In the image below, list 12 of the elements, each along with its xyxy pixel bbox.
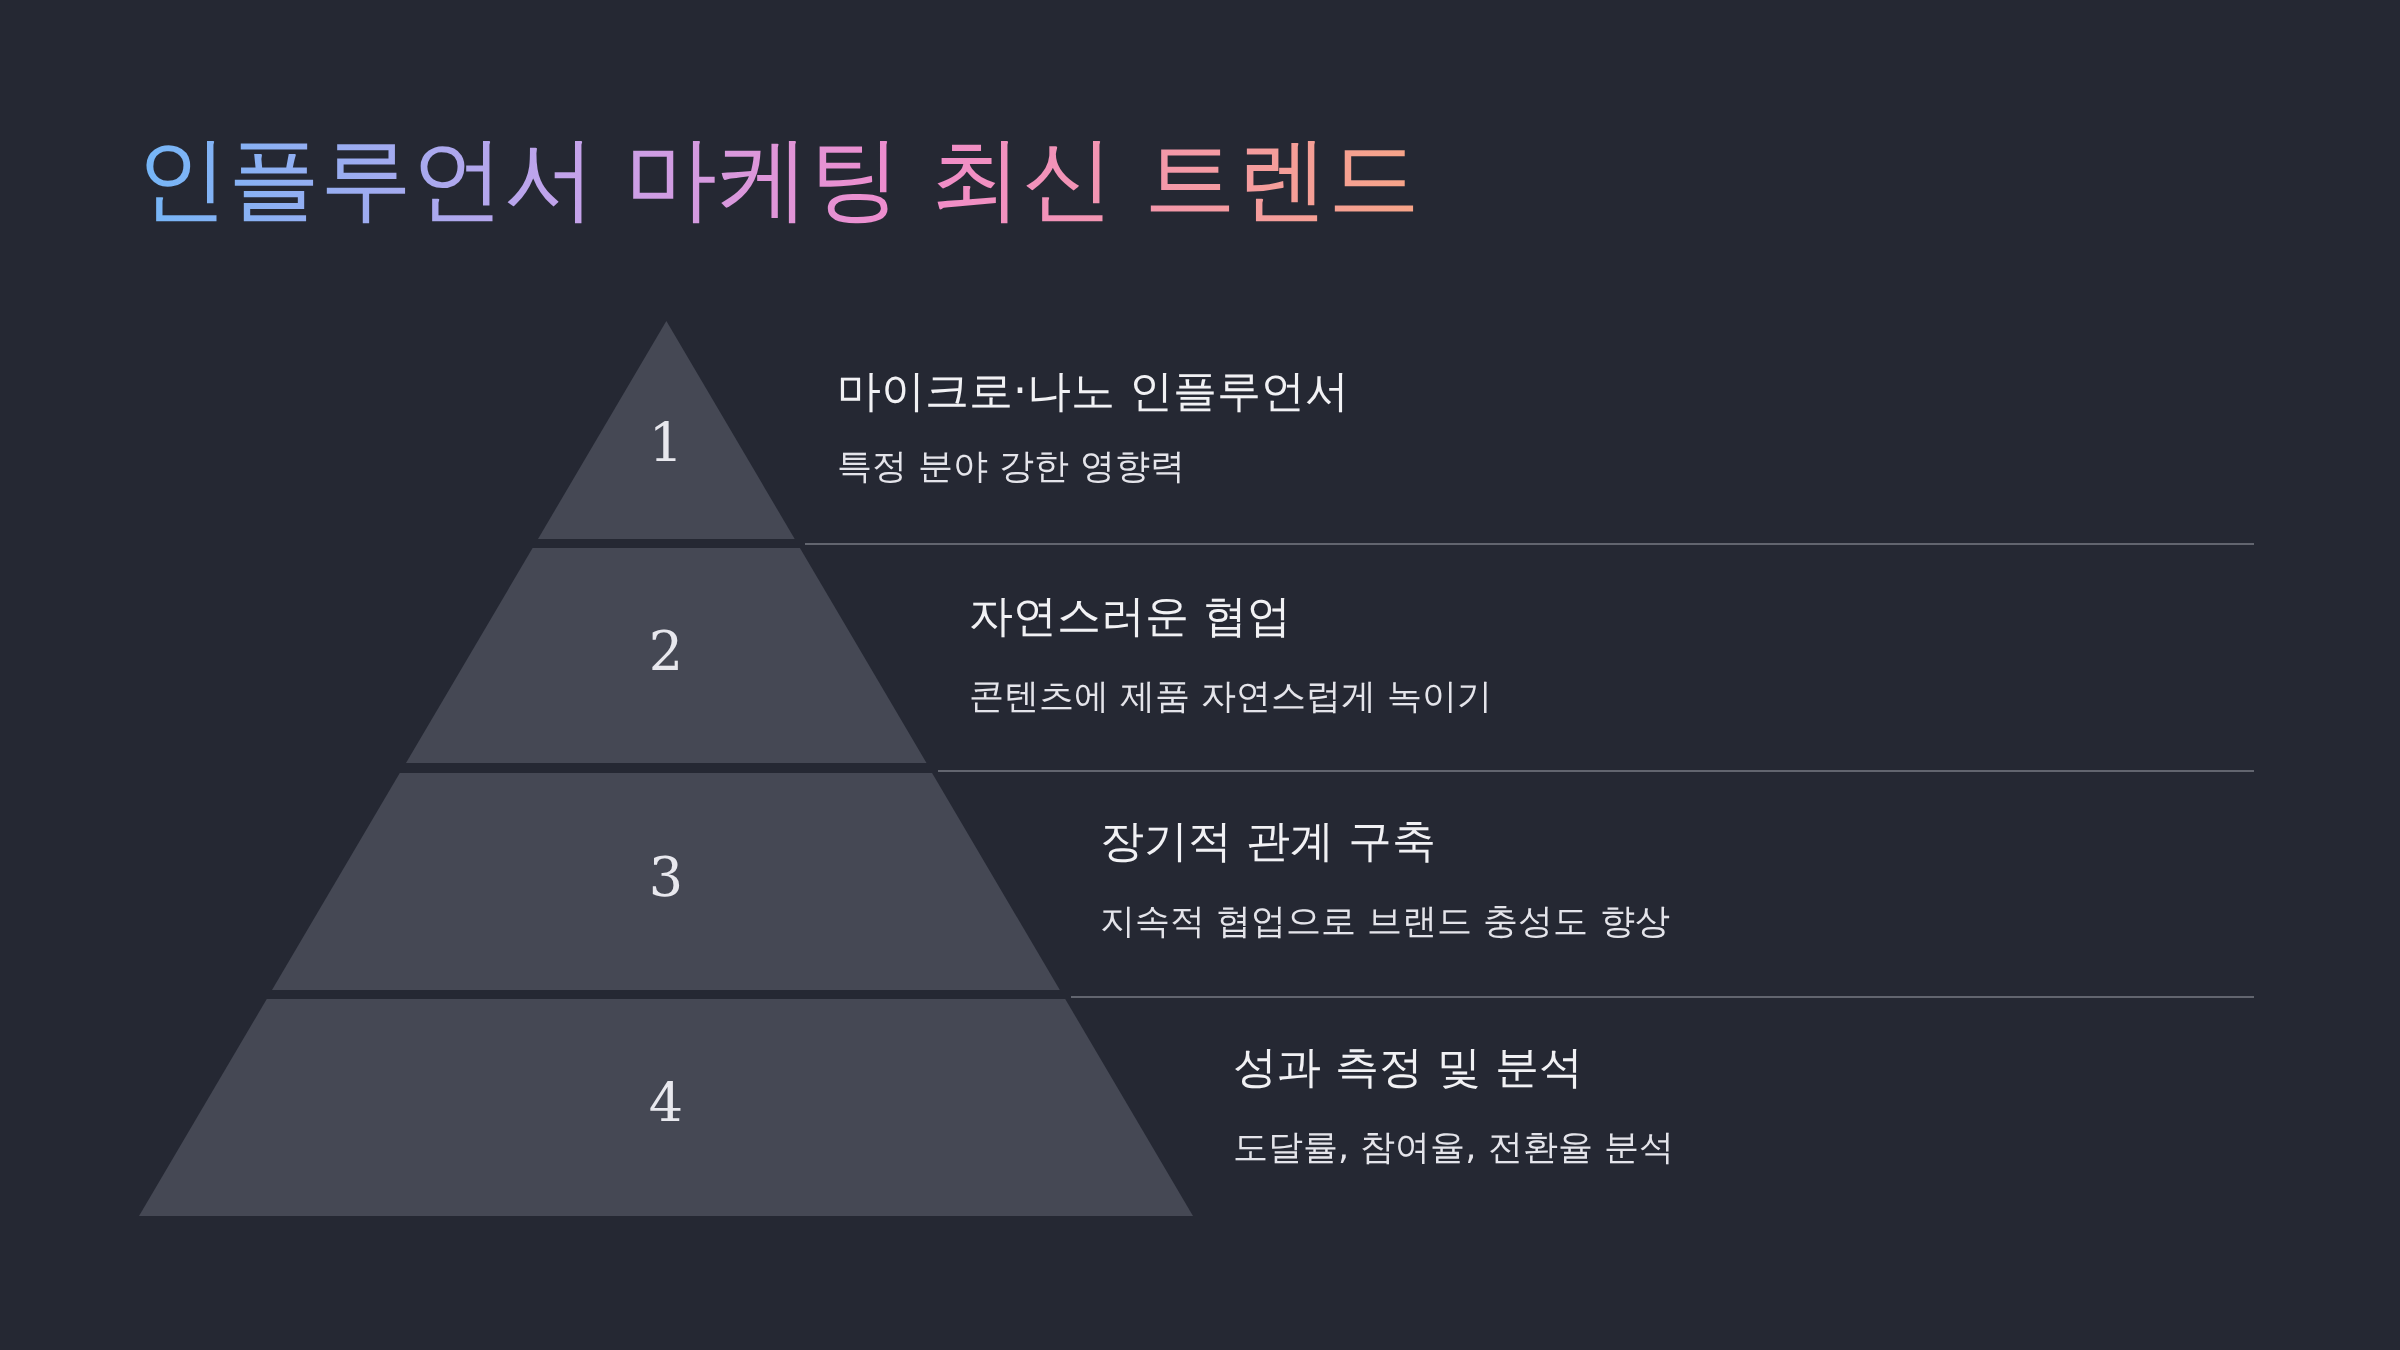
tier-description: 특정 분야 강한 영향력 [837, 445, 1186, 488]
tier-number: 3 [647, 845, 685, 909]
tier-number: 1 [647, 412, 685, 475]
tier-description: 콘텐츠에 제품 자연스럽게 녹이기 [969, 675, 1493, 718]
tier-heading: 성과 측정 및 분석 [1233, 1040, 1583, 1094]
tier-description: 지속적 협업으로 브랜드 충성도 향상 [1100, 900, 1670, 943]
tier-heading: 장기적 관계 구축 [1100, 814, 1436, 868]
tier-number: 4 [647, 1071, 685, 1135]
tier-heading: 자연스러운 협업 [969, 589, 1291, 643]
tier-number: 2 [647, 619, 685, 683]
tier-description: 도달률, 참여율, 전환율 분석 [1233, 1126, 1674, 1169]
tier-heading: 마이크로·나노 인플루언서 [837, 364, 1349, 418]
